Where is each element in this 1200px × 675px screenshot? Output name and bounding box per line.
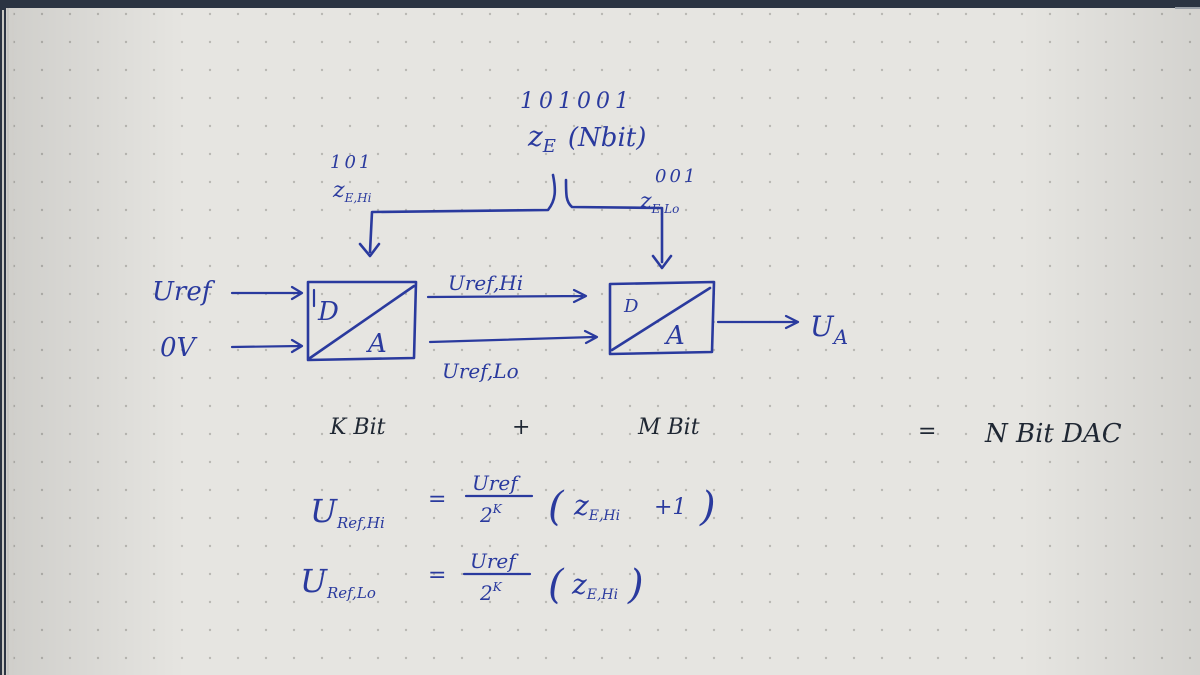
split-right-arrowhead bbox=[651, 254, 673, 270]
input-uref-arrow bbox=[230, 285, 304, 301]
hi-label: zE,Hi bbox=[332, 178, 372, 205]
eq1-den-base: 2 bbox=[479, 503, 493, 527]
hi-label-main: z bbox=[332, 178, 345, 203]
dac-2-top-letter: D bbox=[623, 296, 639, 317]
dac-2-diagonal bbox=[610, 286, 712, 352]
split-right-line bbox=[564, 178, 664, 264]
eq2-lhs-sub: Ref,Lo bbox=[326, 584, 376, 602]
hi-label-sub: E,Hi bbox=[344, 191, 372, 205]
equation-2: URef,Lo = Uref 2K ( zE,Hi ) bbox=[300, 549, 644, 608]
eq1-equals: = bbox=[428, 487, 446, 512]
eq2-lhs: URef,Lo bbox=[300, 562, 376, 602]
eq1-z: zE,Hi bbox=[573, 489, 620, 524]
bits-left: K Bit bbox=[329, 415, 386, 440]
mid-hi-arrow bbox=[426, 288, 588, 304]
dac-2-bottom-letter: A bbox=[664, 321, 685, 351]
eq1-numerator: Uref bbox=[472, 471, 521, 495]
paper-sheet bbox=[2, 7, 1200, 675]
bits-total: N Bit DAC bbox=[984, 419, 1122, 449]
eq1-lhs-sub: Ref,Hi bbox=[336, 514, 385, 532]
top-label-main: z bbox=[527, 120, 543, 153]
eq2-den-exp: K bbox=[492, 580, 503, 594]
dac-2-block: D A bbox=[608, 280, 716, 356]
input-uref-label: Uref bbox=[152, 277, 216, 307]
lo-label: zE,Lo bbox=[639, 189, 679, 216]
plus-sign: + bbox=[512, 415, 530, 440]
output-label-sub: A bbox=[832, 325, 848, 349]
eq2-close-paren: ) bbox=[627, 562, 644, 608]
output-arrow bbox=[716, 314, 800, 330]
eq1-close-paren: ) bbox=[699, 484, 716, 530]
top-bits: 101001 bbox=[520, 89, 634, 114]
dac-1-top-letter: D bbox=[317, 297, 339, 327]
lo-bits: 001 bbox=[655, 166, 698, 187]
output-label: UA bbox=[810, 310, 848, 349]
eq1-lhs-main: U bbox=[310, 492, 338, 530]
eq1-plus-one: +1 bbox=[654, 495, 686, 520]
hi-bits: 101 bbox=[330, 152, 373, 173]
bits-right: M Bit bbox=[637, 415, 700, 440]
eq2-equals: = bbox=[428, 563, 446, 588]
eq1-z-sub: E,Hi bbox=[588, 508, 620, 524]
lo-label-main: z bbox=[639, 189, 652, 214]
eq2-z: zE,Hi bbox=[571, 568, 618, 603]
eq2-den-base: 2 bbox=[479, 581, 493, 605]
eq1-den-exp: K bbox=[492, 502, 503, 516]
output-label-main: U bbox=[810, 310, 835, 343]
top-label-paren: (Nbit) bbox=[568, 123, 646, 153]
eq2-z-main: z bbox=[571, 568, 587, 601]
eq1-denominator: 2K bbox=[479, 502, 503, 527]
dac-1-box bbox=[306, 280, 418, 362]
top-label-sub: E bbox=[542, 136, 556, 157]
input-0v-label: 0V bbox=[160, 333, 198, 363]
equation-1: URef,Hi = Uref 2K ( zE,Hi +1 ) bbox=[310, 471, 716, 532]
top-label: zE (Nbit) bbox=[527, 120, 646, 157]
mid-lo-label: Uref,Lo bbox=[442, 359, 519, 383]
split-left-line bbox=[368, 173, 557, 254]
eq2-numerator: Uref bbox=[470, 549, 519, 573]
dac-2-box bbox=[608, 280, 716, 356]
dac-1-block: D A bbox=[306, 280, 418, 362]
input-0v-arrow bbox=[230, 338, 304, 354]
eq2-lhs-main: U bbox=[300, 562, 328, 600]
mid-lo-arrow bbox=[428, 329, 599, 345]
lo-label-sub: E,Lo bbox=[651, 202, 680, 216]
eq1-lhs: URef,Hi bbox=[310, 492, 385, 532]
eq1-z-main: z bbox=[573, 489, 589, 522]
dac-1-diagonal bbox=[308, 284, 416, 360]
eq1-open-paren: ( bbox=[548, 484, 565, 530]
dac-1-bottom-letter: A bbox=[366, 329, 387, 359]
mid-hi-label: Uref,Hi bbox=[448, 271, 523, 295]
eq2-denominator: 2K bbox=[479, 580, 503, 605]
eq2-open-paren: ( bbox=[548, 562, 565, 608]
equals-sign: = bbox=[918, 419, 936, 444]
eq2-z-sub: E,Hi bbox=[586, 587, 618, 603]
split-left-arrowhead bbox=[358, 242, 381, 258]
